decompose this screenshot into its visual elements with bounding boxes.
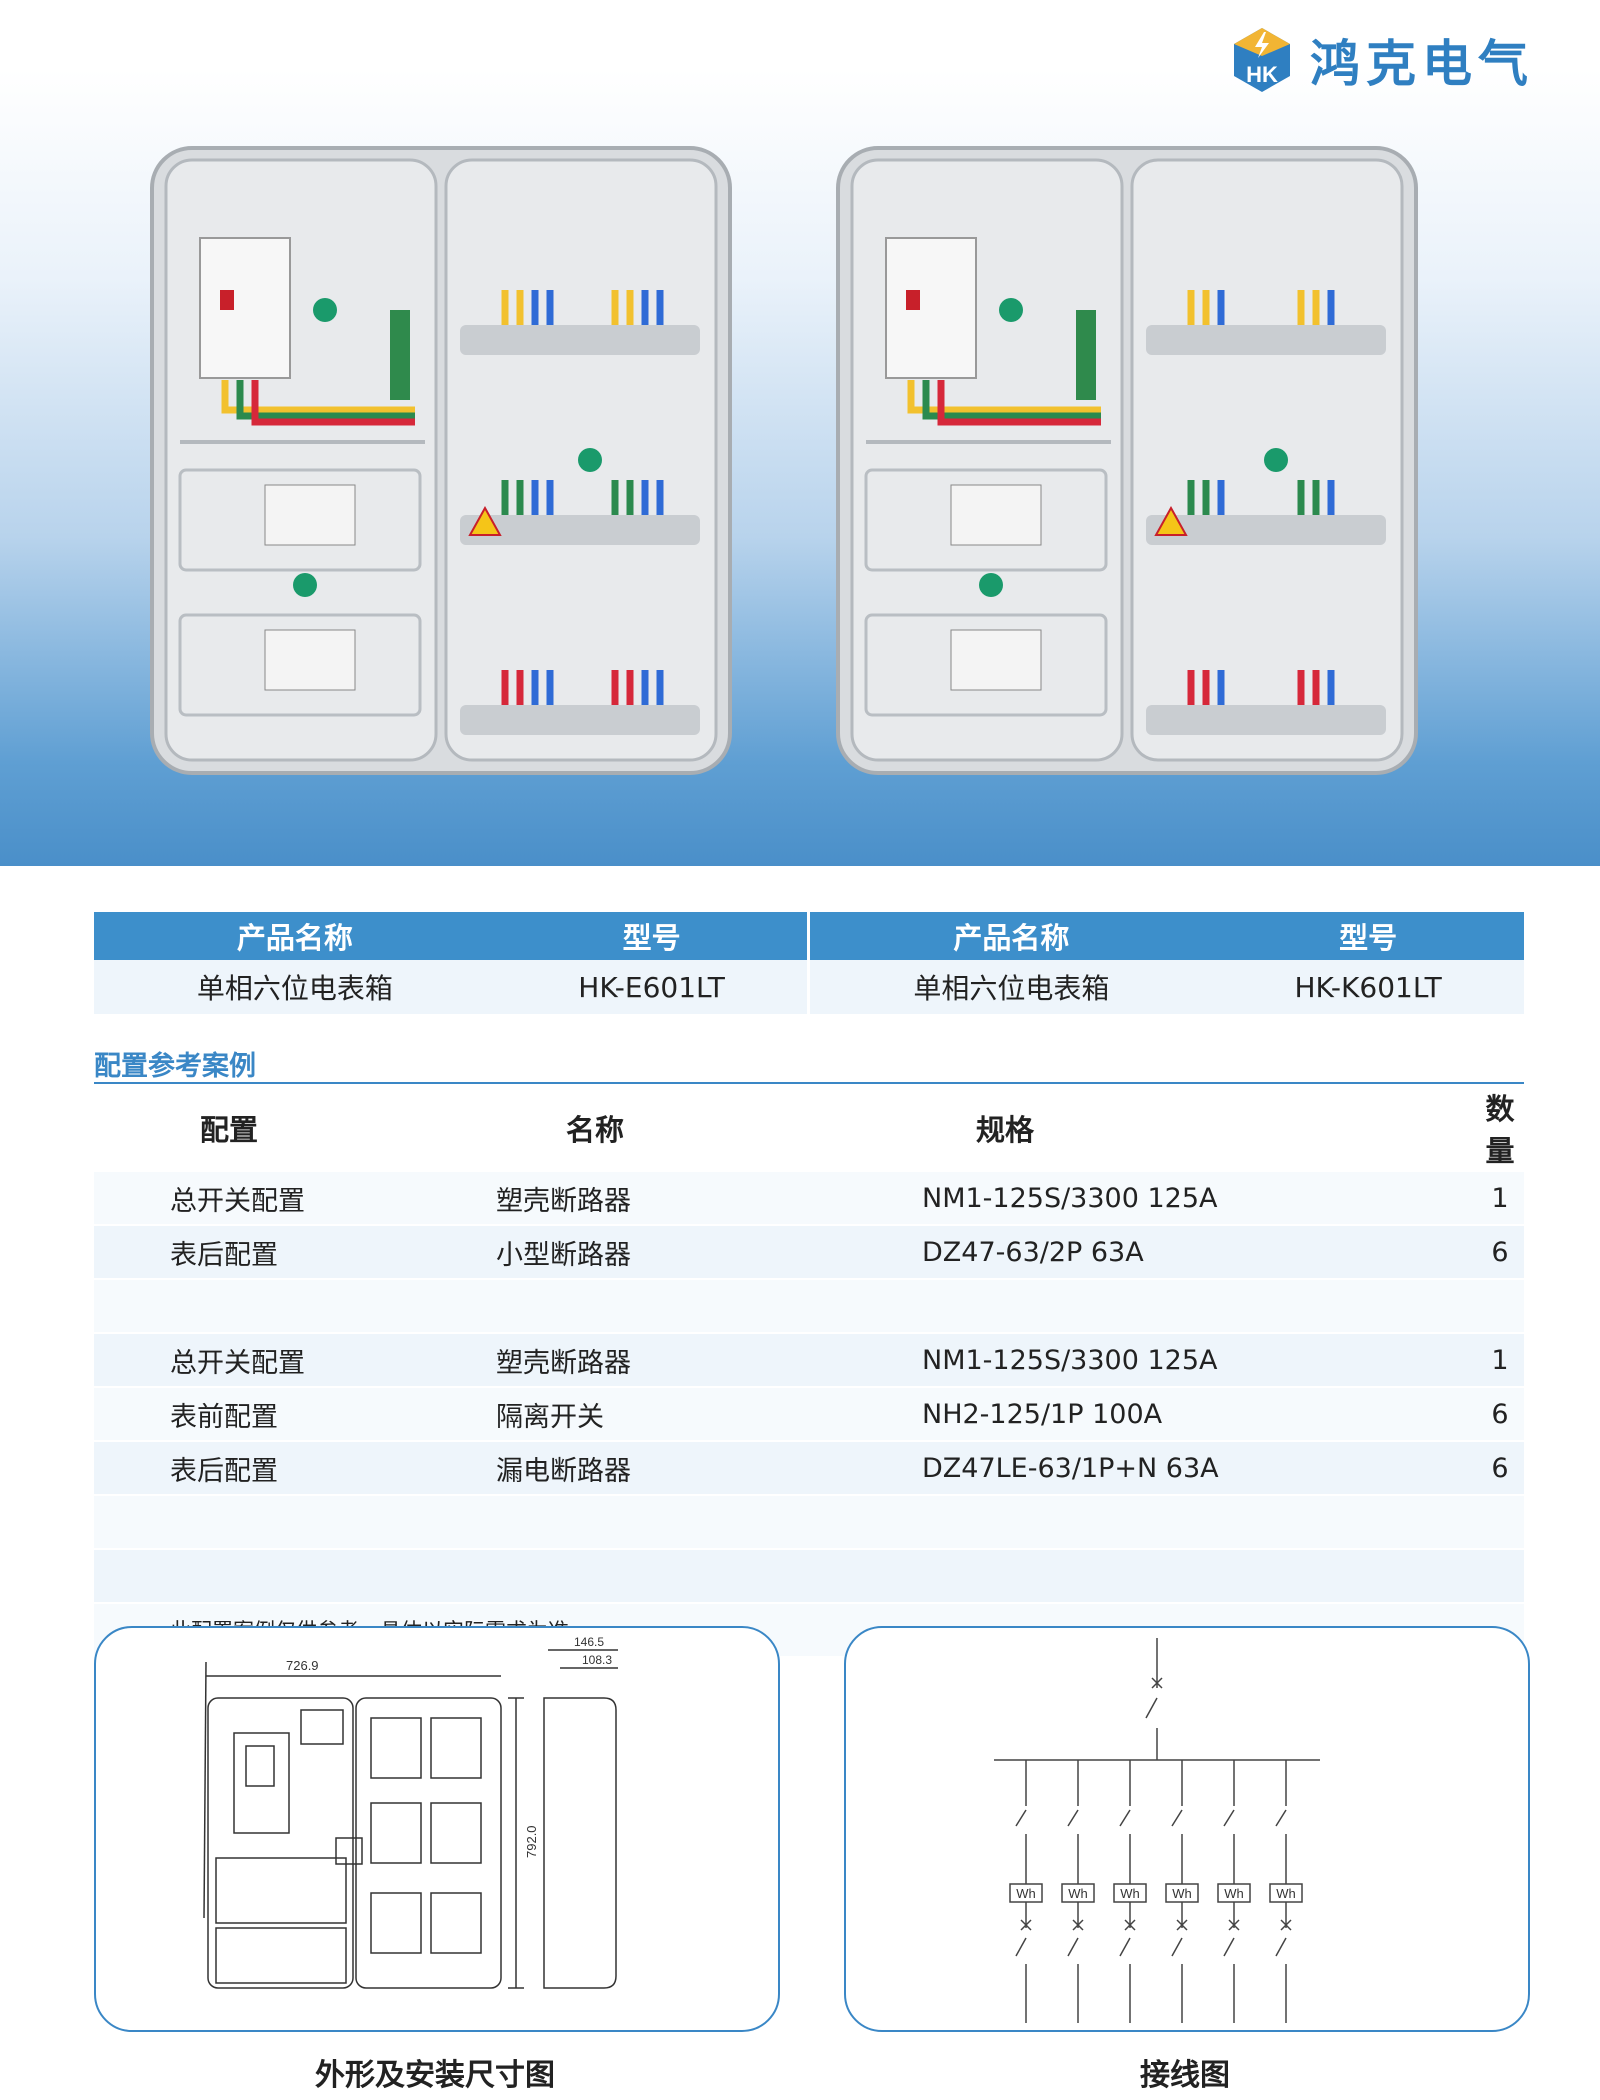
product-photo-k601lt (826, 140, 1426, 780)
quantity-cell (1476, 1548, 1524, 1603)
product-photo-e601lt (140, 140, 740, 780)
table-row: 总开关配置 塑壳断路器 NM1-125S/3300 125A 1 (94, 1170, 1524, 1225)
quantity-cell: 1 (1476, 1332, 1524, 1387)
product-name-cell: 单相六位电表箱 (94, 960, 496, 1014)
wiring-branch: Wh (1061, 1760, 1095, 2023)
dimension-drawing-caption: 外形及安装尺寸图 (315, 2058, 555, 2093)
meter-label: Wh (1276, 1886, 1296, 1901)
wiring-diagram-caption: 接线图 (1140, 2058, 1230, 2093)
wiring-branch: Wh (1009, 1760, 1043, 2023)
quantity-cell (1476, 1494, 1524, 1549)
meter-label: Wh (1016, 1886, 1036, 1901)
header-model: 型号 (1212, 912, 1524, 960)
table-row: 表前配置 隔离开关 NH2-125/1P 100A 6 (94, 1386, 1524, 1441)
dimension-height: 792.0 (524, 1825, 539, 1858)
meter-label: Wh (1120, 1886, 1140, 1901)
section-divider (94, 1082, 1524, 1084)
header-model: 型号 (495, 912, 811, 960)
config-table-header: 配置 名称 规格 数量 (94, 1086, 1524, 1171)
table-row: 总开关配置 塑壳断路器 NM1-125S/3300 125A 1 (94, 1332, 1524, 1387)
table-row (94, 1278, 1524, 1333)
config-cell: 总开关配置 (94, 1170, 470, 1225)
spec-cell: NH2-125/1P 100A (922, 1386, 1476, 1441)
logo-mark-text: HK (1246, 62, 1278, 87)
name-cell: 小型断路器 (470, 1224, 922, 1279)
wiring-diagram: Wh Wh Wh Wh Wh Wh (994, 1638, 1320, 2023)
dimension-drawing: 726.9 792.0 146.5 108.3 (203, 1635, 618, 1989)
table-row: 表后配置 漏电断路器 DZ47LE-63/1P+N 63A 6 (94, 1440, 1524, 1495)
meter-label: Wh (1068, 1886, 1088, 1901)
config-table: 配置 名称 规格 数量 总开关配置 塑壳断路器 NM1-125S/3300 12… (94, 1086, 1524, 1656)
config-cell (94, 1494, 470, 1549)
spec-cell: NM1-125S/3300 125A (922, 1332, 1476, 1387)
product-table-header: 产品名称 型号 产品名称 型号 (94, 912, 1524, 960)
product-name-cell: 单相六位电表箱 (808, 960, 1213, 1014)
dimension-width: 726.9 (286, 1658, 319, 1673)
hero-banner: HK 鸿克电气 (0, 0, 1600, 866)
meter-box-illustration (836, 146, 1418, 775)
name-cell (470, 1494, 922, 1549)
spec-cell (922, 1278, 1476, 1333)
header-config: 配置 (94, 1086, 470, 1171)
config-cell: 总开关配置 (94, 1332, 470, 1387)
name-cell: 塑壳断路器 (470, 1170, 922, 1225)
brand-logo: HK 鸿克电气 (1228, 22, 1534, 98)
header-quantity: 数量 (1476, 1086, 1524, 1171)
spec-cell: NM1-125S/3300 125A (922, 1170, 1476, 1225)
quantity-cell: 6 (1476, 1440, 1524, 1495)
wiring-branch: Wh (1165, 1760, 1199, 2023)
dimension-drawing-panel: 726.9 792.0 146.5 108.3 (94, 1626, 780, 2032)
wiring-branch: Wh (1113, 1760, 1147, 2023)
quantity-cell: 6 (1476, 1224, 1524, 1279)
config-cell (94, 1548, 470, 1603)
wiring-diagram-panel: Wh Wh Wh Wh Wh Wh (844, 1626, 1530, 2032)
header-product-name: 产品名称 (94, 912, 496, 960)
spec-cell: DZ47LE-63/1P+N 63A (922, 1440, 1476, 1495)
name-cell: 隔离开关 (470, 1386, 922, 1441)
table-row (94, 1494, 1524, 1549)
header-name: 名称 (470, 1086, 922, 1171)
hk-logo-icon: HK (1234, 28, 1290, 92)
meter-label: Wh (1224, 1886, 1244, 1901)
config-cell: 表前配置 (94, 1386, 470, 1441)
header-spec: 规格 (922, 1086, 1476, 1171)
dimension-depth-outer: 146.5 (574, 1635, 604, 1649)
wiring-branch: Wh (1269, 1760, 1303, 2023)
header-product-name: 产品名称 (808, 912, 1213, 960)
model-cell: HK-K601LT (1212, 960, 1524, 1014)
spec-cell: DZ47-63/2P 63A (922, 1224, 1476, 1279)
model-cell: HK-E601LT (495, 960, 811, 1014)
quantity-cell (1476, 1278, 1524, 1333)
wiring-branch: Wh (1217, 1760, 1251, 2023)
name-cell: 漏电断路器 (470, 1440, 922, 1495)
name-cell: 塑壳断路器 (470, 1332, 922, 1387)
product-table-row: 单相六位电表箱 HK-E601LT 单相六位电表箱 HK-K601LT (94, 960, 1524, 1014)
name-cell (470, 1548, 922, 1603)
table-row: 表后配置 小型断路器 DZ47-63/2P 63A 6 (94, 1224, 1524, 1279)
meter-box-illustration (150, 146, 732, 775)
config-cell (94, 1278, 470, 1333)
config-cell: 表后配置 (94, 1224, 470, 1279)
meter-label: Wh (1172, 1886, 1192, 1901)
config-cell: 表后配置 (94, 1440, 470, 1495)
dimension-depth-inner: 108.3 (582, 1653, 612, 1667)
spec-cell (922, 1548, 1476, 1603)
product-model-table: 产品名称 型号 产品名称 型号 单相六位电表箱 HK-E601LT 单相六位电表… (94, 912, 1524, 1014)
brand-name: 鸿克电气 (1310, 34, 1534, 93)
spec-cell (922, 1494, 1476, 1549)
table-row (94, 1548, 1524, 1603)
name-cell (470, 1278, 922, 1333)
config-section-title: 配置参考案例 (94, 1051, 256, 1082)
quantity-cell: 1 (1476, 1170, 1524, 1225)
quantity-cell: 6 (1476, 1386, 1524, 1441)
